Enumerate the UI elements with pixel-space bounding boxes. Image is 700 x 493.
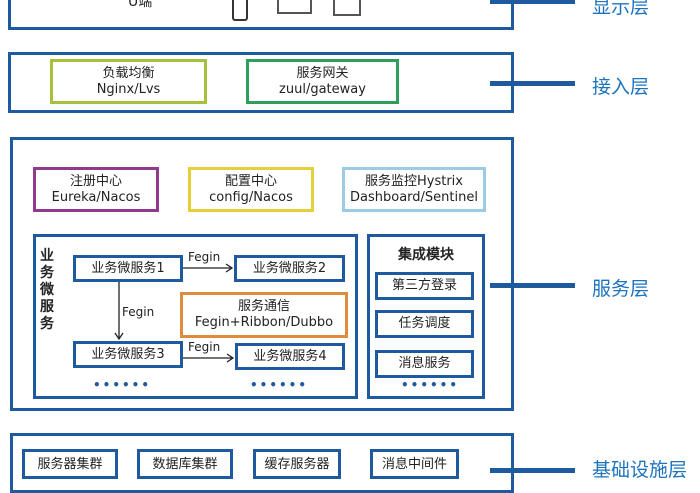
service-2: 业务微服务2 — [234, 255, 345, 282]
service-1: 业务微服务1 — [73, 255, 183, 282]
infra-item-cache: 缓存服务器 — [253, 449, 341, 479]
integration-item-login: 第三方登录 — [375, 272, 474, 300]
gateway-sub: zuul/gateway — [279, 81, 366, 97]
comm-title: 服务通信 — [237, 299, 290, 314]
arrows — [114, 263, 235, 363]
dots-right: •••••• — [250, 378, 309, 392]
access-layer-label: 接入层 — [592, 76, 650, 98]
monitor-icon — [277, 0, 312, 14]
monitor-sub: Dashboard/Sentinel — [350, 189, 478, 205]
display-layer — [8, 0, 514, 30]
business-services-box — [33, 234, 358, 399]
infra-item-database: 数据库集群 — [137, 449, 233, 479]
service-connector — [490, 283, 575, 288]
dots-integration: •••••• — [401, 378, 460, 392]
client-text: U端 — [128, 0, 153, 10]
load-balancer-sub: Nginx/Lvs — [96, 81, 161, 97]
arrow-label-1-2: Fegin — [188, 250, 221, 264]
infra-layer-label: 基础设施层 — [592, 459, 688, 481]
registry-title: 注册中心 — [69, 173, 122, 189]
comm-sub: Fegin+Ribbon/Dubbo — [194, 315, 334, 330]
infra-connector — [490, 468, 575, 473]
access-connector — [490, 81, 575, 86]
display-layer-label: 显示层 — [592, 0, 650, 18]
service-layer — [10, 137, 514, 411]
registry-sub: Eureka/Nacos — [51, 189, 141, 205]
display-connector — [490, 0, 575, 4]
gateway-title: 服务网关 — [296, 65, 349, 81]
infra-item-servers: 服务器集群 — [22, 449, 118, 479]
arrow-label-1-3: Fegin — [122, 305, 155, 319]
integration-box — [367, 234, 485, 399]
config-title: 配置中心 — [224, 173, 277, 189]
arrow-label-3-4: Fegin — [188, 340, 221, 354]
monitor-title: 服务监控Hystrix — [365, 173, 463, 189]
integration-item-messaging: 消息服务 — [375, 350, 474, 378]
infra-item-mq: 消息中间件 — [370, 449, 459, 479]
load-balancer-title: 负载均衡 — [102, 65, 155, 81]
integration-title: 集成模块 — [398, 247, 454, 263]
arrow-1-2 — [183, 263, 234, 273]
business-label: 业务微服务 — [40, 248, 54, 332]
integration-item-scheduler: 任务调度 — [375, 310, 474, 338]
service-3: 业务微服务3 — [73, 341, 183, 368]
arrow-3-4 — [183, 353, 235, 363]
dots-left: •••••• — [93, 378, 152, 392]
service-4: 业务微服务4 — [235, 343, 345, 370]
arrow-1-3 — [114, 282, 124, 341]
tablet-icon — [333, 0, 361, 16]
phone-icon — [232, 0, 248, 21]
service-layer-label: 服务层 — [592, 278, 650, 300]
config-sub: config/Nacos — [209, 189, 293, 205]
